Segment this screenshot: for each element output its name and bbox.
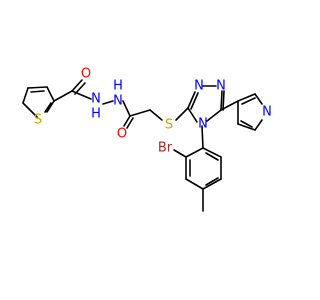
molecule-structure: O S N H N H O S N N N N Br [22, 67, 272, 212]
bond [53, 90, 73, 102]
bond [190, 92, 199, 110]
bond [30, 90, 45, 93]
oxygen-atom: O [117, 127, 127, 142]
nitrogen-atom: N [113, 94, 123, 109]
hydrogen-atom: H [113, 79, 123, 94]
atom-labels: O S N H N H O S N N N N Br [34, 67, 272, 156]
hydrogen-atom: H [91, 107, 101, 122]
bond [237, 123, 256, 131]
bond [123, 115, 131, 127]
bond [187, 91, 196, 109]
nitrogen-atom: N [91, 92, 101, 107]
bond [220, 90, 223, 111]
bond [187, 107, 198, 123]
bond [254, 119, 263, 131]
bond [240, 120, 253, 128]
bond [222, 90, 225, 111]
nitrogen-atom: N [216, 79, 226, 94]
bond [205, 152, 219, 161]
nitrogen-atom: N [198, 117, 208, 132]
bond [237, 93, 256, 102]
bond [102, 100, 114, 105]
sulfur-atom: S [165, 118, 173, 133]
bond [126, 117, 134, 129]
bond [202, 147, 222, 158]
sulfur-atom: S [34, 113, 42, 128]
bonds [22, 79, 263, 212]
bond [44, 102, 52, 113]
nitrogen-atom: N [262, 105, 272, 120]
bond [173, 149, 187, 158]
bond [129, 109, 151, 117]
bond [122, 100, 131, 117]
bromine-atom: Br [158, 141, 173, 156]
bond [220, 100, 239, 111]
nitrogen-atom: N [194, 79, 204, 94]
bond [201, 125, 204, 149]
bond [202, 178, 222, 190]
bond [22, 102, 38, 118]
bond [185, 178, 204, 190]
bond [185, 147, 204, 158]
bond [46, 100, 55, 113]
bond [27, 86, 48, 89]
oxygen-atom: O [81, 67, 91, 82]
bond [46, 86, 55, 102]
bond [206, 109, 222, 122]
bond [175, 107, 189, 121]
bond [149, 109, 163, 121]
bond [71, 79, 83, 92]
bond [254, 93, 263, 105]
bond [205, 177, 219, 186]
bond [71, 90, 92, 100]
molecule-canvas: O S N H N H O S N N N N Br [22, 66, 272, 212]
bond [241, 97, 256, 105]
bond [22, 87, 29, 104]
